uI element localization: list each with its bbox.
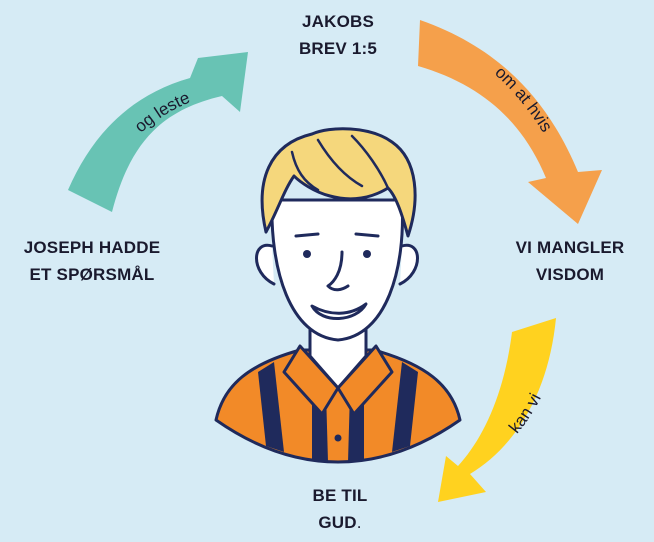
node-top-line2: BREV 1:5: [298, 39, 378, 58]
node-left-line2: ET SPØRSMÅL: [29, 265, 155, 284]
node-bottom-line1: BE TIL: [312, 486, 368, 505]
shirt-stripe-left: [258, 362, 284, 452]
shirt-button: [334, 434, 342, 442]
collar-right: [336, 344, 394, 416]
node-left: JOSEPH HADDE ET SPØRSMÅL: [2, 234, 182, 288]
hair: [260, 127, 417, 238]
node-right-line1: VI MANGLER: [515, 238, 625, 257]
arrow-left-to-top: og leste: [68, 52, 248, 212]
node-top: JAKOBS BREV 1:5: [268, 8, 408, 62]
ear-right: [398, 243, 419, 286]
node-bottom-line2-wrap: GUD.: [270, 509, 410, 536]
nose: [326, 250, 350, 292]
arrow-top-to-right: om at hvis: [418, 20, 602, 224]
node-left-line1: JOSEPH HADDE: [23, 238, 161, 257]
arrow-left-to-top-shape: [68, 52, 248, 212]
shirt-stripe-right: [392, 362, 418, 452]
arrow-right-to-bottom-shape: [438, 318, 556, 502]
hair-strand-3: [350, 134, 390, 190]
eye-left: [303, 250, 311, 258]
hair-strand-2: [316, 138, 364, 188]
eyebrow-right: [354, 232, 380, 238]
eye-right: [363, 250, 371, 258]
node-top-line1: JAKOBS: [301, 12, 375, 31]
person-illustration: [214, 127, 462, 464]
hair-strand-1: [290, 150, 320, 192]
node-right: VI MANGLER VISDOM: [490, 234, 650, 288]
eyebrow-left: [294, 232, 320, 238]
collar-left: [282, 344, 340, 416]
node-bottom-line2: GUD: [318, 513, 357, 532]
node-bottom: BE TIL GUD.: [270, 482, 410, 536]
node-right-line2: VISDOM: [535, 265, 605, 284]
ear-left: [255, 243, 276, 286]
node-bottom-trailing: .: [356, 513, 362, 532]
arrow-top-to-right-shape: [418, 20, 602, 224]
mouth: [310, 302, 368, 320]
